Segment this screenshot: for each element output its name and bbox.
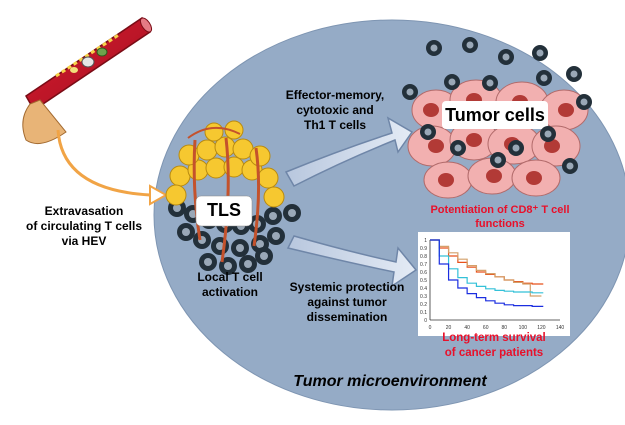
- survival-chart-bg: [418, 232, 570, 336]
- extravasation-label: Extravasation of circulating T cells via…: [24, 204, 144, 249]
- t-cell: [283, 204, 301, 222]
- local-line-2: activation: [201, 285, 258, 299]
- y-tick-label: 0.1: [420, 310, 427, 316]
- x-tick-label: 100: [519, 325, 528, 331]
- x-tick-label: 0: [429, 325, 432, 331]
- tls-label: TLS: [207, 200, 241, 220]
- extravasation-arrow-head: [149, 184, 169, 206]
- arrow-to-survival: [286, 235, 418, 288]
- y-tick-label: 0.2: [420, 302, 427, 308]
- systemic-line-1: Systemic protection: [289, 280, 405, 294]
- potentiation-line-1: Potentiation of CD8⁺ T cell: [430, 204, 570, 216]
- systemic-line-2: against tumor: [307, 295, 387, 309]
- y-tick-label: 0.3: [420, 294, 427, 300]
- x-tick-label: 40: [464, 325, 470, 331]
- y-tick-label: 1: [424, 238, 427, 244]
- extravasation-line-1: Extravasation: [44, 204, 124, 218]
- survival-label: Long-term survival of cancer patients: [424, 331, 564, 361]
- effector-line-2: cytotoxic and: [296, 103, 374, 117]
- survival-line-2: of cancer patients: [444, 347, 544, 359]
- survival-curve: [430, 239, 542, 297]
- extravasation-line-3: via HEV: [61, 234, 107, 248]
- y-tick-label: 0.5: [420, 278, 427, 284]
- x-tick-label: 20: [446, 325, 452, 331]
- effector-line-3: Th1 T cells: [303, 118, 367, 132]
- x-tick-label: 60: [483, 325, 489, 331]
- x-tick-label: 120: [537, 325, 546, 331]
- y-tick-label: 0.8: [420, 254, 427, 260]
- x-tick-label: 140: [556, 325, 565, 331]
- systemic-line-3: dissemination: [306, 310, 388, 324]
- y-tick-label: 0.7: [420, 262, 427, 268]
- local-line-1: Local T cell: [197, 270, 263, 284]
- y-tick-label: 0.9: [420, 246, 427, 252]
- y-tick-label: 0.6: [420, 270, 427, 276]
- microenvironment-label: Tumor microenvironment: [293, 373, 487, 390]
- arrow-to-tumor: [284, 116, 414, 187]
- effector-cells-label: Effector-memory, cytotoxic and Th1 T cel…: [270, 88, 400, 133]
- t-cells-scattered: [402, 37, 592, 174]
- x-tick-label: 80: [502, 325, 508, 331]
- systemic-protection-label: Systemic protection against tumor dissem…: [282, 280, 412, 325]
- blood-vessel: [22, 16, 153, 145]
- extravasation-arrow: [56, 129, 151, 197]
- potentiation-label: Potentiation of CD8⁺ T cell functions: [420, 203, 580, 231]
- effector-line-1: Effector-memory,: [285, 88, 385, 102]
- survival-chart: 0 20 40 60 80 100 120 140 0 0.1 0.2 0.3 0.4 0.5 0.6 0.7…: [418, 232, 570, 336]
- potentiation-line-2: functions: [475, 218, 525, 230]
- tumor-cells-label: Tumor cells: [445, 105, 545, 125]
- y-tick-label: 0: [424, 318, 427, 324]
- local-activation-label: Local T cell activation: [180, 270, 280, 300]
- tls-structure: [165, 120, 285, 275]
- survival-curve: [430, 239, 544, 307]
- extravasation-line-2: of circulating T cells: [25, 219, 143, 233]
- survival-line-1: Long-term survival: [442, 332, 546, 344]
- y-tick-label: 0.4: [420, 286, 427, 292]
